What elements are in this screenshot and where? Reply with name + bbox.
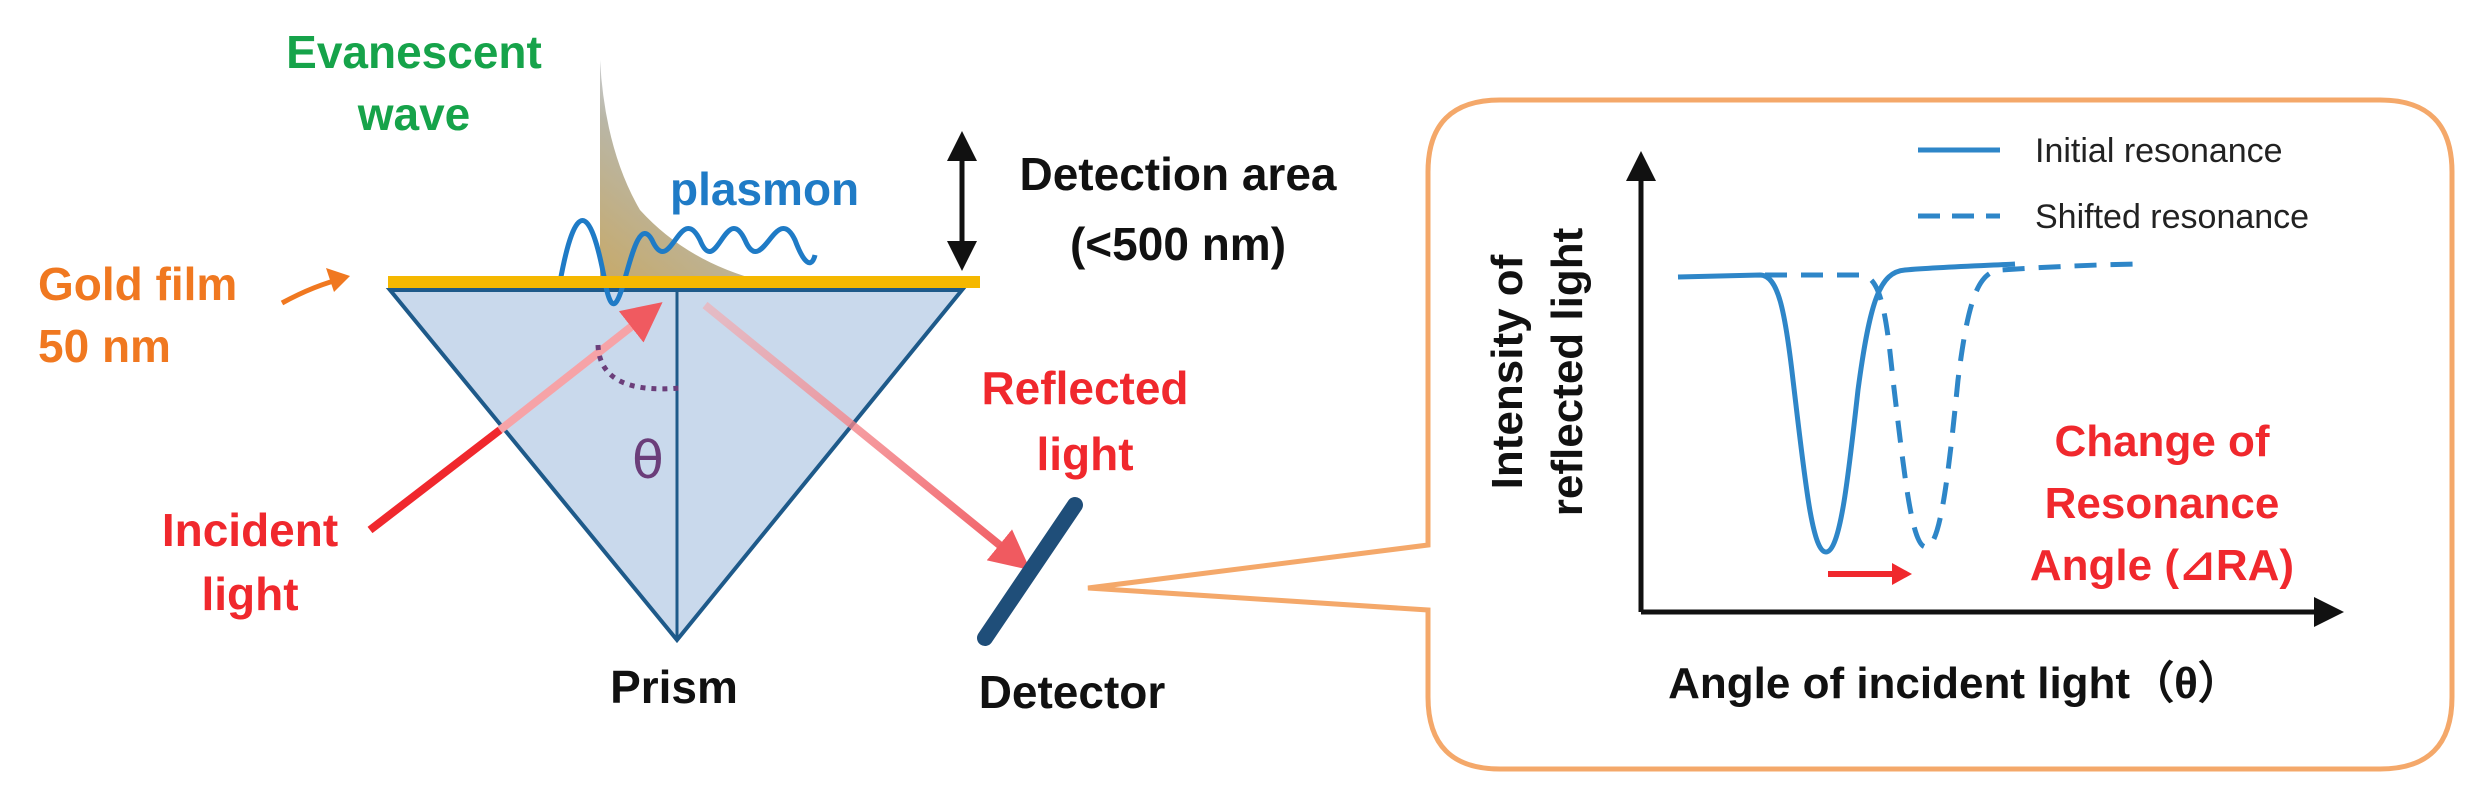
gold-film-pointer-head <box>326 268 350 292</box>
detection-area-label-1: Detection area <box>1019 148 1336 200</box>
reflected-beam <box>702 301 1031 571</box>
resonance-shift-arrow-head <box>1892 563 1912 585</box>
reflected-label-2: light <box>1036 428 1133 480</box>
plasmon-label: plasmon <box>670 163 859 215</box>
gold-film-label-1: Gold film <box>38 258 237 310</box>
inset-xlabel: Angle of incident light（θ） <box>1668 659 2242 708</box>
incident-beam-outside <box>367 426 503 534</box>
evanescent-wave-shape <box>600 60 770 283</box>
detector-label: Detector <box>979 666 1166 718</box>
gold-film <box>388 276 980 288</box>
inset-callout-box <box>1087 97 2455 772</box>
change-label-2: Resonance <box>2045 479 2280 528</box>
theta-arc <box>595 344 681 392</box>
gold-film-label-2: 50 nm <box>38 320 171 372</box>
incident-label-2: light <box>201 568 298 620</box>
detector-bar-icon <box>977 497 1083 646</box>
detection-area-label-2: (<500 nm) <box>1070 218 1286 270</box>
prism-label: Prism <box>610 661 738 713</box>
legend-shifted-label: Shifted resonance <box>2035 198 2309 236</box>
change-label-3: Angle (⊿RA) <box>2030 541 2294 590</box>
incident-beam-inside <box>497 302 663 434</box>
evanescent-label-2: wave <box>357 88 471 140</box>
inset-ylabel-2: reflected light <box>1543 227 1592 516</box>
change-label-1: Change of <box>2054 417 2269 466</box>
initial-resonance-curve <box>1677 261 2016 555</box>
shifted-resonance-curve <box>1765 261 2141 550</box>
reflected-label-1: Reflected <box>981 362 1188 414</box>
theta-symbol: θ <box>632 431 664 491</box>
inset-ylabel-1: Intensity of <box>1483 254 1532 489</box>
incident-label-1: Incident <box>162 504 338 556</box>
legend-initial-label: Initial resonance <box>2035 132 2283 170</box>
evanescent-label-1: Evanescent <box>286 26 542 78</box>
